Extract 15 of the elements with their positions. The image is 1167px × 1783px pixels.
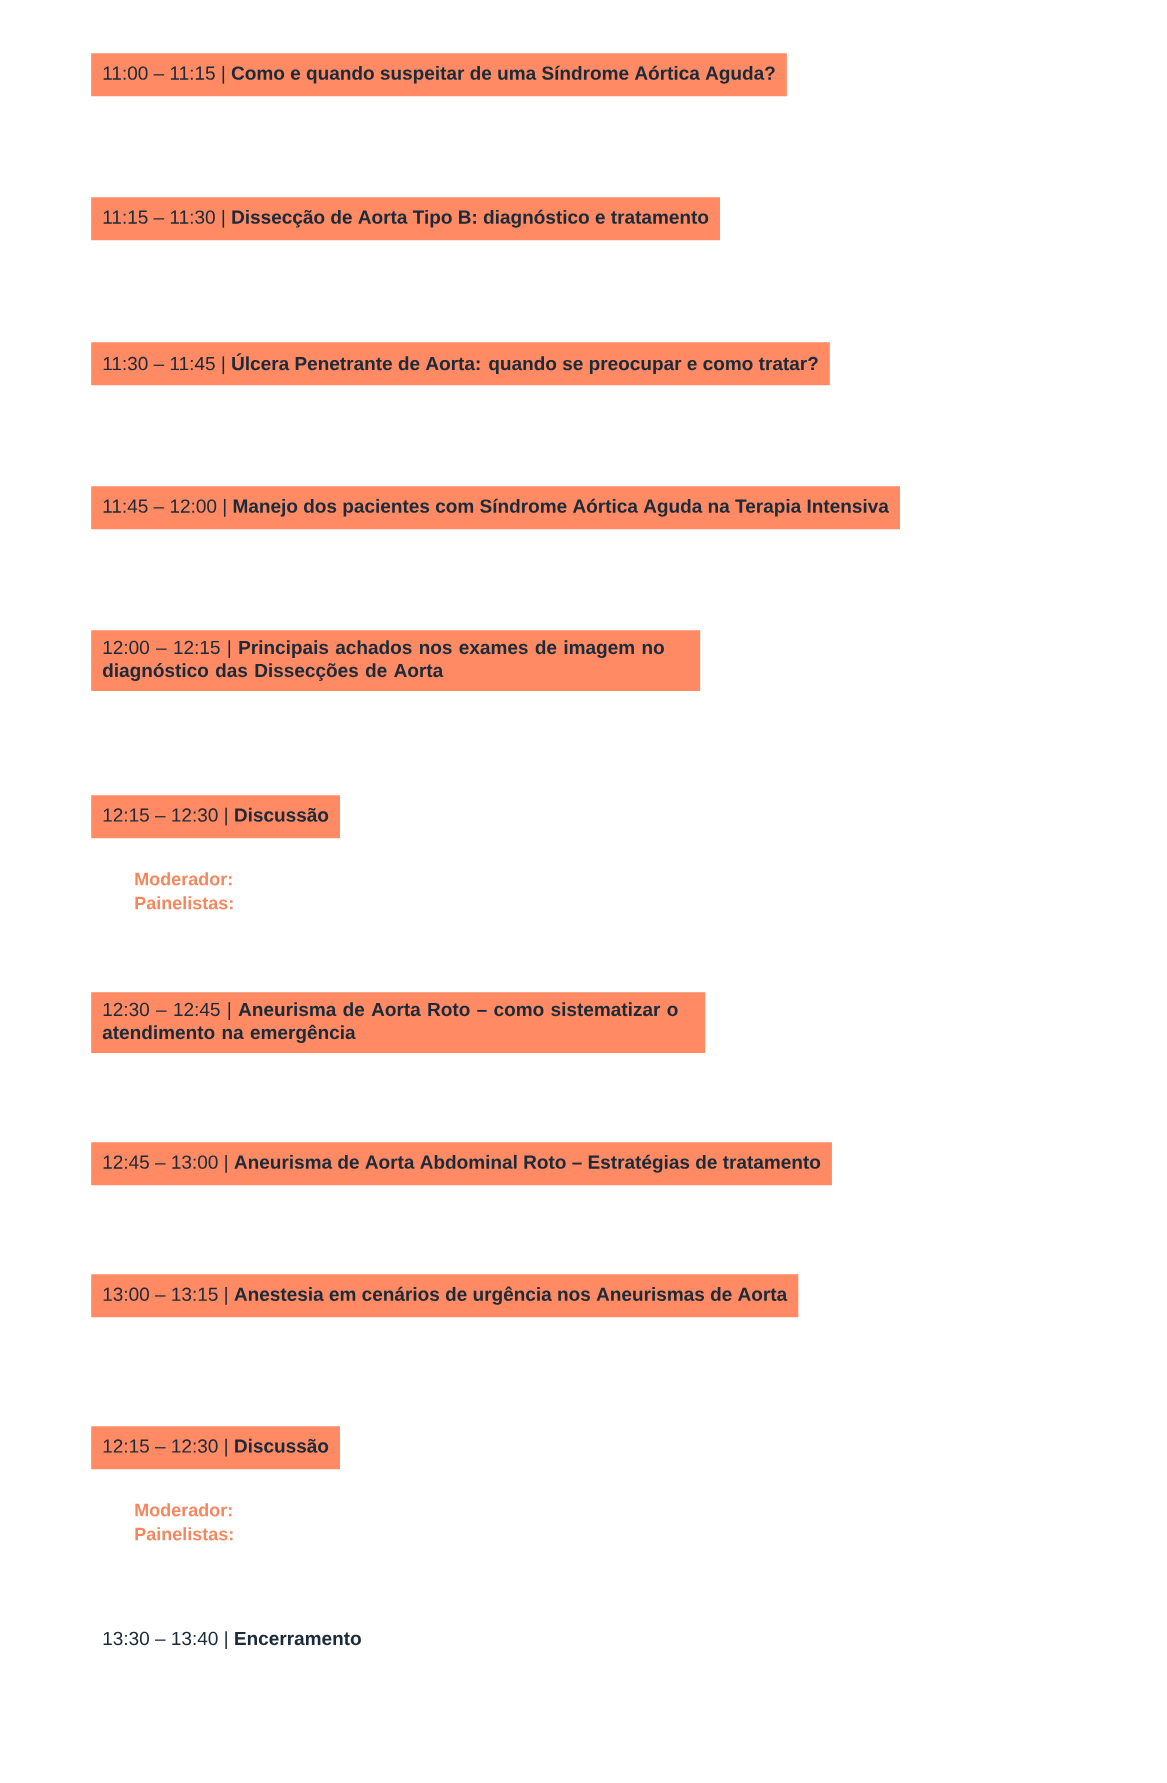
role-label: Painelistas: [135, 896, 233, 910]
session-box: 11:30 – 11:45 | Úlcera Penetrante de Aorta: quando se preocupar e como tratar? [91, 342, 830, 386]
session-box: 11:00 – 11:15 | Como e quando suspeitar de uma Síndrome Aórtica Aguda? [91, 53, 787, 97]
session-box: 12:30 – 12:45 | Aneurisma de Aorta Roto – como sistematizar o atendimento na emergência [91, 992, 706, 1053]
session-box: 13:00 – 13:15 | Anestesia em cenários de urgência nos Aneurismas de Aorta [91, 1274, 799, 1318]
session-box: 11:15 – 11:30 | Dissecção de Aorta Tipo B: diagnóstico e tratamento [91, 197, 720, 241]
session-box: 12:00 – 12:15 | Principais achados nos exames de imagem no diagnóstico das Dissecções de Aorta [91, 630, 701, 691]
role-label: Moderador: [135, 872, 232, 886]
session-box: 12:15 – 12:30 | Discussão [91, 795, 340, 839]
session-box: 12:15 – 12:30 | Discussão [91, 1426, 340, 1470]
session-box: 11:45 – 12:00 | Manejo dos pacientes com Síndrome Aórtica Aguda na Terapia Intensiva [91, 486, 900, 530]
session-label: 13:30 – 13:40 | Encerramento [103, 1631, 361, 1649]
role-label: Painelistas: [135, 1527, 233, 1541]
session-box: 12:45 – 13:00 | Aneurisma de Aorta Abdominal Roto – Estratégias de tratamento [91, 1142, 832, 1186]
role-label: Moderador: [135, 1503, 232, 1517]
